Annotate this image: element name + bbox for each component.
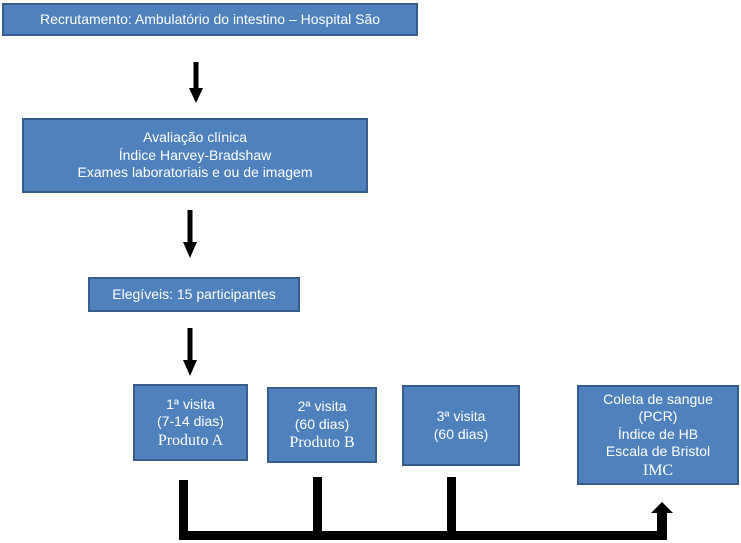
clinical-evaluation-box: Avaliação clínica Índice Harvey-Bradshaw… <box>22 118 368 193</box>
arrow-down-recruitment-to-evaluation <box>189 62 203 103</box>
bottom-horizontal-line <box>179 531 667 540</box>
visit-1-title: 1ª visita <box>166 395 215 412</box>
visit-2-duration: (60 dias) <box>294 415 350 432</box>
measure-blood: Coleta de sangue <box>603 390 713 407</box>
measure-bristol: Escala de Bristol <box>605 443 711 459</box>
measurements-rise-line <box>657 511 667 540</box>
visit-3-duration: (60 dias) <box>433 425 489 442</box>
arrow-down-eligible-to-visits <box>183 328 197 376</box>
visit-1-duration: (7-14 dias) <box>157 413 224 429</box>
measurements-box: Coleta de sangue (PCR) Índice de HB Esca… <box>577 385 739 485</box>
arrow-shaft <box>187 210 193 243</box>
arrow-up-head <box>651 502 673 513</box>
recruitment-text: Recrutamento: Ambulatório do intestino –… <box>39 10 381 27</box>
visit-1-product: Produto A <box>157 431 224 449</box>
visit-2-drop-line <box>313 477 322 540</box>
visit-2-title: 2ª visita <box>297 398 347 414</box>
visit-3-drop-line <box>447 477 456 540</box>
evaluation-line-2: Índice Harvey-Bradshaw <box>118 146 272 163</box>
arrow-shaft <box>193 62 199 90</box>
measure-imc: IMC <box>642 461 674 479</box>
visit-2-product: Produto B <box>289 434 355 451</box>
arrow-head <box>183 242 197 258</box>
visits-to-measurements-connector <box>179 477 673 540</box>
eligible-box: Elegíveis: 15 participantes <box>88 277 300 312</box>
visit-3-box: 3ª visita (60 dias) <box>402 385 520 466</box>
arrow-head <box>183 360 197 376</box>
arrow-shaft <box>187 328 193 361</box>
visit-3-title: 3ª visita <box>436 408 486 424</box>
visit-1-drop-line <box>179 480 188 540</box>
visit-2-box: 2ª visita (60 dias) Produto B <box>267 387 377 463</box>
arrow-head <box>189 88 203 103</box>
evaluation-line-3: Exames laboratoriais e ou de imagem <box>77 164 313 181</box>
evaluation-line-1: Avaliação clínica <box>142 129 248 146</box>
eligible-text: Elegíveis: 15 participantes <box>112 285 276 302</box>
measure-hb-index: Índice de HB <box>617 425 699 442</box>
visit-1-box: 1ª visita (7-14 dias) Produto A <box>133 384 248 461</box>
measure-pcr: (PCR) <box>638 408 678 424</box>
recruitment-box: Recrutamento: Ambulatório do intestino –… <box>2 3 418 36</box>
arrow-down-evaluation-to-eligible <box>183 210 197 258</box>
